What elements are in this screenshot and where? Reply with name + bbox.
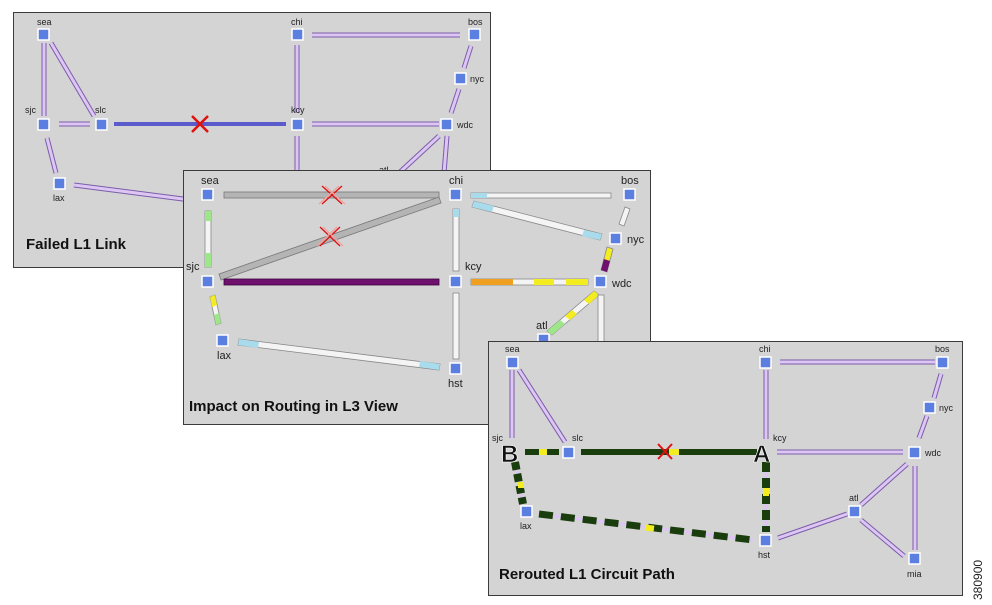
node-hst[interactable]: [449, 362, 462, 375]
l3-link-bos-nyc: [618, 206, 631, 227]
node-wdc[interactable]: [594, 275, 607, 288]
label-lax: lax: [217, 350, 232, 362]
l3-link-chi-bos: [470, 192, 612, 199]
label-slc: slc: [572, 433, 583, 443]
l3-link-chi-kcy: [452, 208, 460, 272]
node-sjc[interactable]: [37, 118, 50, 131]
endpoint-a-label: A: [753, 441, 770, 468]
panel-title: Failed L1 Link: [26, 236, 127, 253]
label-hst: hst: [758, 550, 771, 560]
label-wdc: wdc: [456, 120, 474, 130]
node-atl[interactable]: [848, 505, 861, 518]
label-nyc: nyc: [939, 403, 954, 413]
node-chi[interactable]: [449, 188, 462, 201]
label-slc: slc: [95, 105, 106, 115]
node-nyc[interactable]: [923, 401, 936, 414]
l3-link-kcy-hst: [452, 292, 460, 360]
node-chi[interactable]: [759, 356, 772, 369]
label-atl: atl: [536, 320, 548, 332]
failure-x-mark: [191, 115, 209, 133]
label-mia: mia: [907, 569, 922, 579]
label-wdc: wdc: [924, 448, 942, 458]
l1-reroute-diagram: sea chi bos nyc sjc slc kcy wdc atl lax …: [492, 344, 954, 579]
label-lax: lax: [520, 521, 532, 531]
label-hst: hst: [448, 378, 463, 390]
label-sjc: sjc: [25, 105, 36, 115]
label-bos: bos: [621, 175, 639, 187]
node-hst[interactable]: [759, 534, 772, 547]
figure-id-container: 380900: [971, 560, 985, 600]
node-wdc[interactable]: [908, 446, 921, 459]
label-bos: bos: [468, 17, 483, 27]
failure-x-mark-sea-chi: [318, 185, 346, 205]
node-sea[interactable]: [37, 28, 50, 41]
l3-topology-diagram: sea chi bos nyc sjc kcy wdc atl lax hst: [186, 175, 645, 390]
label-nyc: nyc: [470, 74, 485, 84]
label-wdc: wdc: [611, 278, 632, 290]
node-sjc[interactable]: [201, 275, 214, 288]
label-lax: lax: [53, 193, 65, 203]
label-chi: chi: [759, 344, 771, 354]
label-sjc: sjc: [492, 433, 503, 443]
node-lax[interactable]: [53, 177, 66, 190]
l3-link-sjc-chi: [218, 196, 442, 281]
label-sjc: sjc: [186, 261, 200, 273]
node-wdc[interactable]: [440, 118, 453, 131]
node-nyc[interactable]: [609, 232, 622, 245]
panel-title: Rerouted L1 Circuit Path: [499, 566, 675, 583]
panel-rerouted-l1-path: sea chi bos nyc sjc slc kcy wdc atl lax …: [488, 341, 963, 596]
figure-id: 380900: [971, 560, 985, 600]
node-kcy[interactable]: [291, 118, 304, 131]
label-chi: chi: [291, 17, 303, 27]
node-chi[interactable]: [291, 28, 304, 41]
node-sea[interactable]: [506, 356, 519, 369]
l3-link-sjc-kcy: [223, 278, 440, 286]
label-sea: sea: [505, 344, 520, 354]
node-bos[interactable]: [623, 188, 636, 201]
label-sea: sea: [37, 17, 52, 27]
endpoint-b-label: B: [501, 441, 518, 468]
node-slc[interactable]: [562, 446, 575, 459]
failure-x-mark-sjc-chi: [316, 226, 344, 247]
failure-x-mark: [657, 443, 673, 460]
node-nyc[interactable]: [454, 72, 467, 85]
node-kcy[interactable]: [449, 275, 462, 288]
node-lax[interactable]: [216, 334, 229, 347]
l1-topology-diagram: sea chi bos nyc sjc slc kcy wdc lax atl: [25, 17, 485, 206]
panel-title: Impact on Routing in L3 View: [189, 398, 398, 415]
node-bos[interactable]: [468, 28, 481, 41]
node-mia[interactable]: [908, 552, 921, 565]
label-kcy: kcy: [291, 105, 305, 115]
node-bos[interactable]: [936, 356, 949, 369]
label-sea: sea: [201, 175, 220, 187]
label-kcy: kcy: [465, 261, 482, 273]
node-sea[interactable]: [201, 188, 214, 201]
label-nyc: nyc: [627, 234, 645, 246]
label-atl: atl: [849, 493, 859, 503]
node-lax[interactable]: [520, 505, 533, 518]
node-slc[interactable]: [95, 118, 108, 131]
label-bos: bos: [935, 344, 950, 354]
label-chi: chi: [449, 175, 463, 187]
label-kcy: kcy: [773, 433, 787, 443]
l3-link-lax-hst: [237, 338, 441, 371]
